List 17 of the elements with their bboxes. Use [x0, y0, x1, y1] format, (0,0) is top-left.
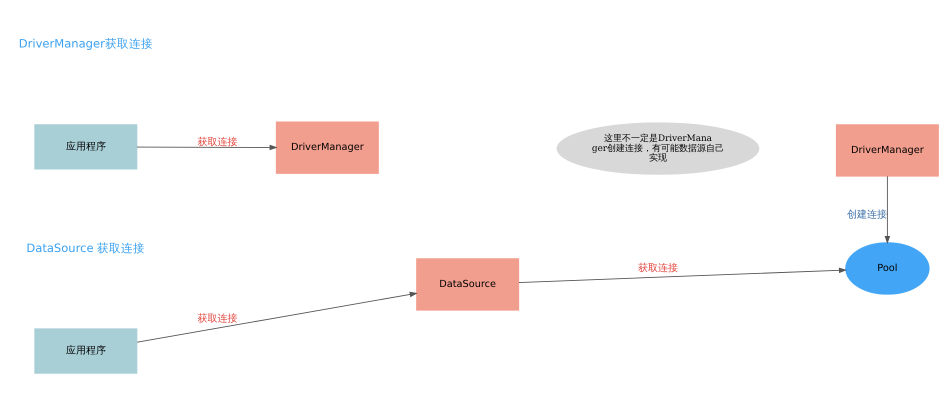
arrow: [136, 144, 278, 150]
node-box: 应用程序: [34, 124, 137, 170]
node-ellipse: 这里不一定是DriverManager创建连接，有可能数据源自己实现: [556, 122, 759, 175]
edge-label: 创建连接: [846, 209, 886, 220]
node-box: DriverManager: [275, 122, 378, 174]
arrow: [136, 292, 418, 343]
node-box: 应用程序: [34, 328, 137, 374]
node-ellipse: Pool: [844, 242, 930, 295]
label: DriverManager获取连接: [18, 36, 152, 51]
label: DataSource 获取连接: [26, 240, 145, 255]
edge-label: 获取连接: [637, 262, 678, 274]
arrow: [884, 176, 890, 244]
edge-label: 获取连接: [197, 314, 238, 325]
node-box: DriverManager: [835, 124, 938, 177]
edge-label: 获取连接: [197, 136, 238, 148]
node-box: DataSource: [416, 258, 519, 311]
arrow: [518, 268, 846, 283]
